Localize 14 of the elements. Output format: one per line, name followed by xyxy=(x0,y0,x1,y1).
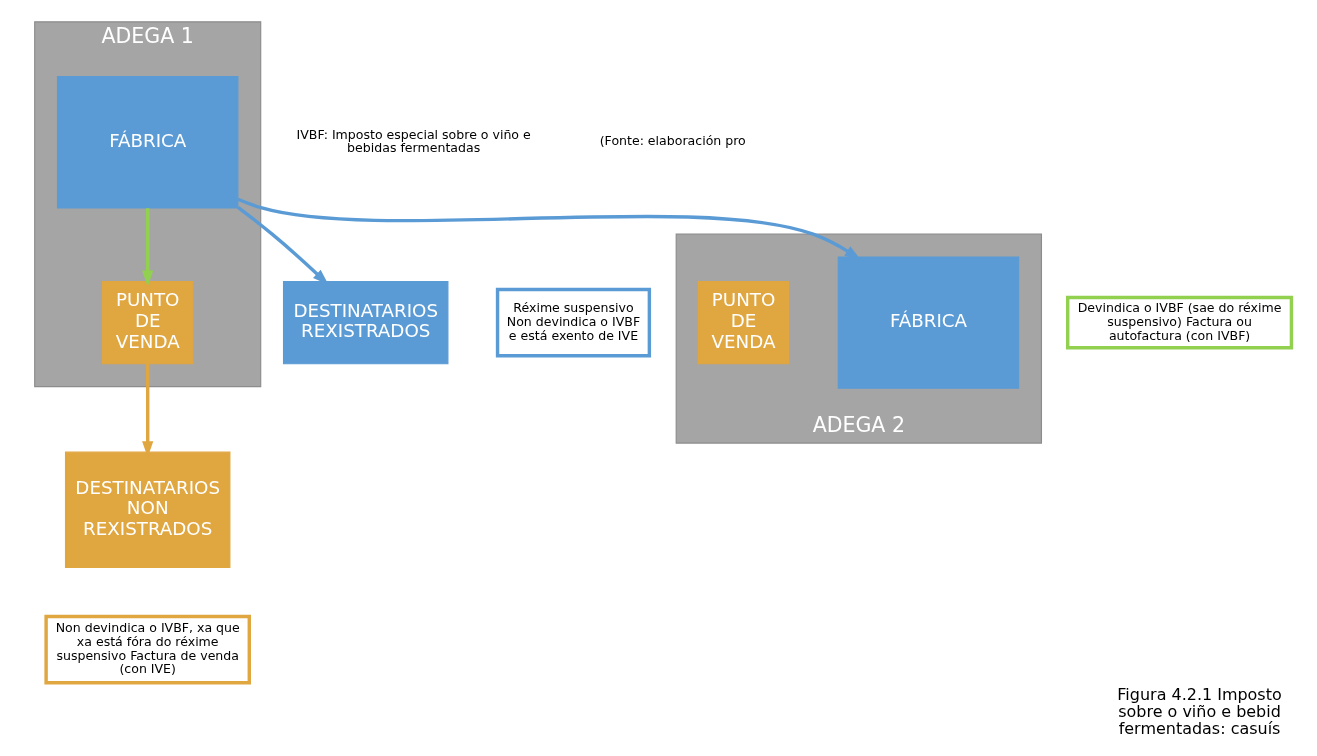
node-box: Devindica o IVBF (sae do réxime suspensivo) Factura ou autofactura (con IVBF) xyxy=(1066,295,1294,350)
arrow xyxy=(142,208,154,287)
node-box: FÁBRICA xyxy=(837,256,1020,389)
label: IVBF: Imposto especial sobre o viño e bebidas fermentadas xyxy=(296,126,531,156)
node-box: DESTINATARIOS REXISTRADOS xyxy=(282,281,449,365)
node-box: Non devindica o IVBF, xa que xa está fóra do réxime suspensivo Factura de venda (con IVE) xyxy=(44,614,251,685)
node-box: DESTINATARIOS NON REXISTRADOS xyxy=(64,451,231,569)
label: (Fonte: elaboración pro xyxy=(599,133,746,149)
caption: Figura 4.2.1 Imposto sobre o viño e bebid fermentadas: casuís xyxy=(1117,685,1282,739)
node-box: FÁBRICA xyxy=(56,76,239,209)
node-box: PUNTO DE VENDA xyxy=(102,281,194,365)
arrow xyxy=(237,197,861,260)
node-box: PUNTO DE VENDA xyxy=(697,281,790,365)
node-box: Réxime suspensivo Non devindica o IVBF e está exento de IVE xyxy=(495,287,652,358)
